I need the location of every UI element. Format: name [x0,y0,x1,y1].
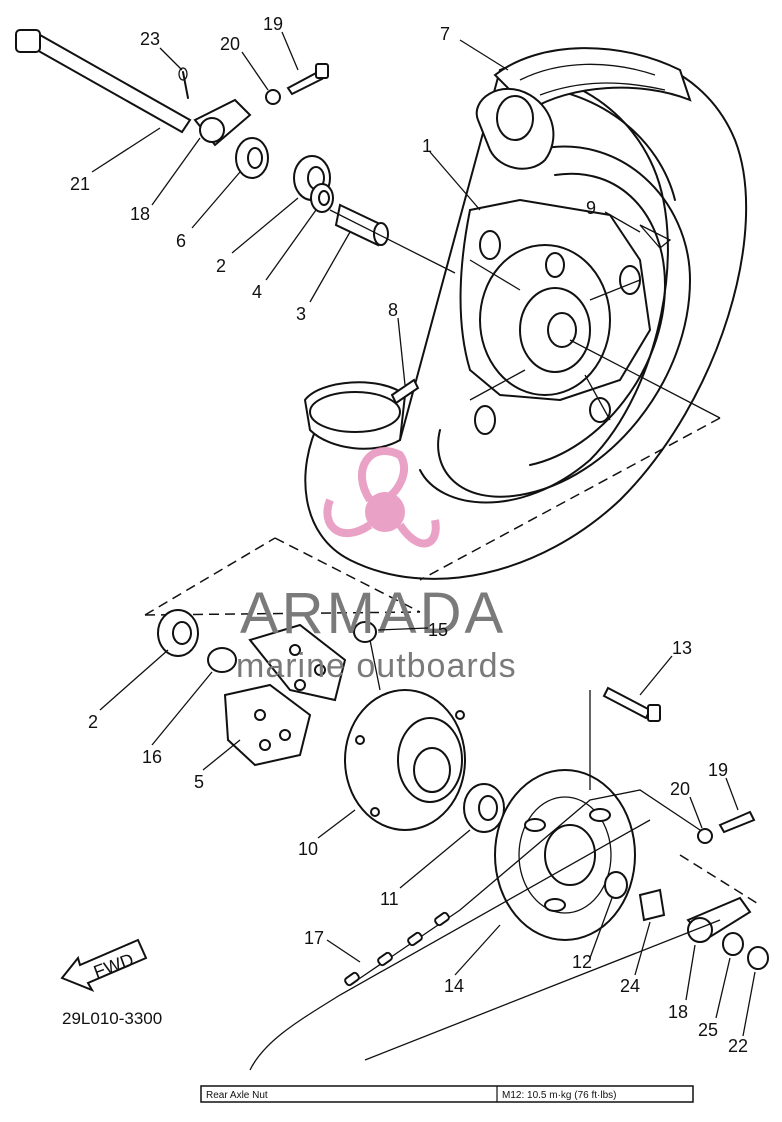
rear-axle [15,29,192,134]
callout-1: 1 [422,136,432,156]
watermark-subtitle: marine outboards [236,647,517,685]
torque-spec-table: Rear Axle Nut M12: 10.5 m·kg (76 ft·lbs) [200,1085,694,1103]
watermark-logo-blade [357,447,408,504]
callout-4: 4 [252,282,262,302]
wheel-hub [459,199,672,435]
spec-table-frame [200,1085,694,1103]
callout-19-lower: 19 [708,760,728,780]
watermark-logo-blade [323,498,373,538]
callout-24: 24 [620,976,640,996]
callout-18-lower: 18 [668,1002,688,1022]
nut-20-top [265,89,281,105]
watermark-brand: ARMADA [240,581,506,646]
callout-2: 2 [216,256,226,276]
callout-25: 25 [698,1020,718,1040]
collar-15 [353,621,377,643]
callout-5: 5 [194,772,204,792]
bolt-13 [602,686,661,722]
spec-value: M12: 10.5 m·kg (76 ft·lbs) [502,1090,616,1101]
watermark-logo-hub [365,492,405,532]
callout-22: 22 [728,1036,748,1056]
callout-12: 12 [572,952,592,972]
valve-8 [390,378,420,405]
callout-14: 14 [444,976,464,996]
oil-seal-6 [235,137,269,179]
leader-lines [91,31,756,1037]
tire-tread-section [493,47,692,112]
drive-chain-17 [249,789,721,1071]
callout-19: 19 [263,14,283,34]
callout-9: 9 [586,198,596,218]
spacer-3 [334,203,389,247]
callout-11: 11 [380,889,399,909]
damper-5 [223,623,347,767]
bolt-19-top [286,63,329,96]
fwd-arrow: FWD [60,938,148,992]
callout-2-lower: 2 [88,712,98,732]
callout-15: 15 [428,620,448,640]
diagram-code: 29L010-3300 [62,1009,162,1028]
bolt-19-lower [718,810,756,834]
cotter-pin [178,67,189,99]
callout-7: 7 [440,24,450,44]
spacer-24 [638,888,666,922]
callout-23: 23 [140,29,160,49]
watermark-logo [323,447,440,548]
callout-21: 21 [70,174,90,194]
callout-10: 10 [298,839,318,859]
callout-20: 20 [220,34,240,54]
callout-6: 6 [176,231,186,251]
callout-20-lower: 20 [670,779,690,799]
callout-13: 13 [672,638,692,658]
callout-18: 18 [130,204,150,224]
collar-12 [604,871,628,899]
watermark-logo-blade [396,519,440,548]
clutch-hub-10 [344,689,466,831]
axle-adjuster-left [193,98,252,147]
callout-8: 8 [388,300,398,320]
callout-16: 16 [142,747,162,767]
callout-3: 3 [296,304,306,324]
sprocket-14 [494,769,636,941]
axle-nut-22 [747,946,769,970]
washer-25 [722,932,744,956]
bearing-11 [463,783,505,833]
fwd-label: FWD [91,949,136,982]
collar-16 [207,647,237,673]
axle-adjuster-right [686,896,752,943]
nut-20-lower [697,828,713,844]
spec-label: Rear Axle Nut [206,1090,268,1101]
callout-labels: 23 20 19 7 1 21 18 6 2 4 3 9 8 15 13 2 1… [70,14,748,1056]
callout-17: 17 [304,928,324,948]
collar-4 [310,183,334,213]
bearing-2-lower [157,609,199,657]
